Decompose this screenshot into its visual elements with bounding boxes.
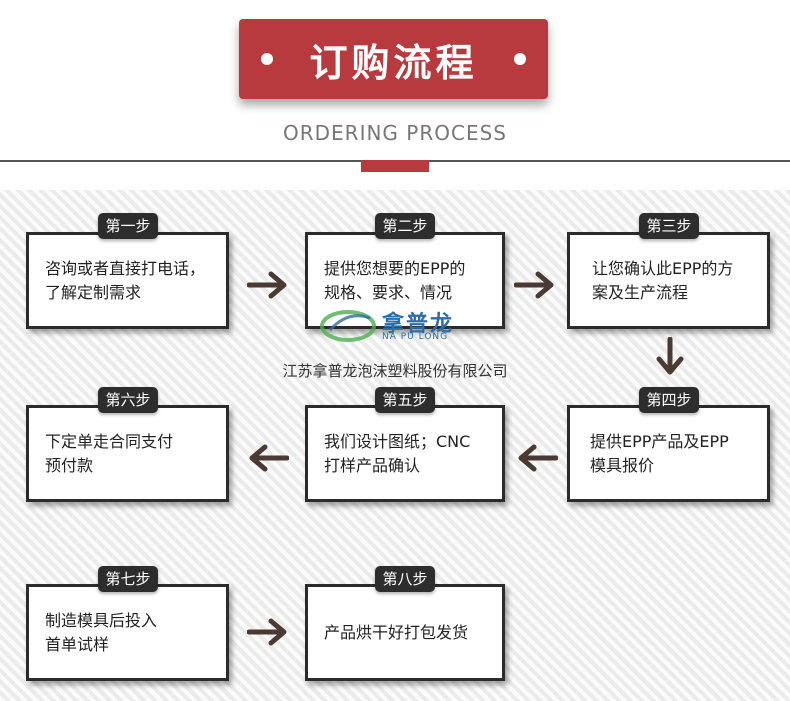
step-5-box: 我们设计图纸；CNC 打样产品确认	[305, 405, 505, 502]
step-8-text: 产品烘干好打包发货	[324, 622, 469, 642]
arrow-left-icon	[249, 444, 289, 472]
step-2-box: 提供您想要的EPP的 规格、要求、情况	[305, 232, 505, 329]
step-1-label: 第一步	[98, 213, 158, 239]
page-title: 订购流程	[309, 40, 478, 85]
header: 订购流程 ORDERING PROCESS	[0, 0, 790, 190]
logo-name: 拿普龙	[382, 312, 455, 337]
arrow-right-icon	[247, 271, 287, 299]
step-6-label: 第六步	[98, 387, 158, 413]
step-2-text: 提供您想要的EPP的 规格、要求、情况	[324, 258, 466, 302]
leaf-logo-icon	[320, 310, 376, 342]
step-1-box: 咨询或者直接打电话， 了解定制需求	[26, 232, 229, 329]
arrow-down-icon	[656, 337, 684, 375]
step-4-label: 第四步	[639, 387, 699, 413]
step-2-label: 第二步	[375, 213, 435, 239]
step-5-label: 第五步	[375, 387, 435, 413]
page-subtitle: ORDERING PROCESS	[283, 121, 507, 145]
step-7-text: 制造模具后投入 首单试样	[45, 610, 158, 654]
dot-icon	[514, 53, 526, 65]
watermark-logo: 拿普龙 NA PU LONG	[320, 306, 460, 346]
step-8-box: 产品烘干好打包发货	[305, 584, 505, 681]
step-7-label: 第七步	[98, 566, 158, 592]
step-3-label: 第三步	[639, 213, 699, 239]
step-4-box: 提供EPP产品及EPP 模具报价	[567, 405, 770, 502]
arrow-right-icon	[247, 618, 287, 646]
logo-english-name: NA PU LONG	[382, 332, 449, 342]
step-4-text: 提供EPP产品及EPP 模具报价	[590, 431, 729, 475]
company-name: 江苏拿普龙泡沫塑料股份有限公司	[282, 362, 508, 380]
divider-accent	[361, 160, 429, 172]
step-6-box: 下定单走合同支付 预付款	[26, 405, 229, 502]
arrow-right-icon	[514, 271, 554, 299]
step-8-label: 第八步	[375, 566, 435, 592]
step-7-box: 制造模具后投入 首单试样	[26, 584, 229, 681]
step-6-text: 下定单走合同支付 预付款	[45, 431, 174, 475]
dot-icon	[261, 53, 273, 65]
step-3-box: 让您确认此EPP的方 案及生产流程	[567, 232, 770, 329]
step-1-text: 咨询或者直接打电话， 了解定制需求	[45, 258, 206, 302]
step-3-text: 让您确认此EPP的方 案及生产流程	[592, 258, 734, 302]
arrow-left-icon	[518, 444, 558, 472]
step-5-text: 我们设计图纸；CNC 打样产品确认	[324, 431, 471, 475]
title-banner: 订购流程	[239, 19, 548, 99]
